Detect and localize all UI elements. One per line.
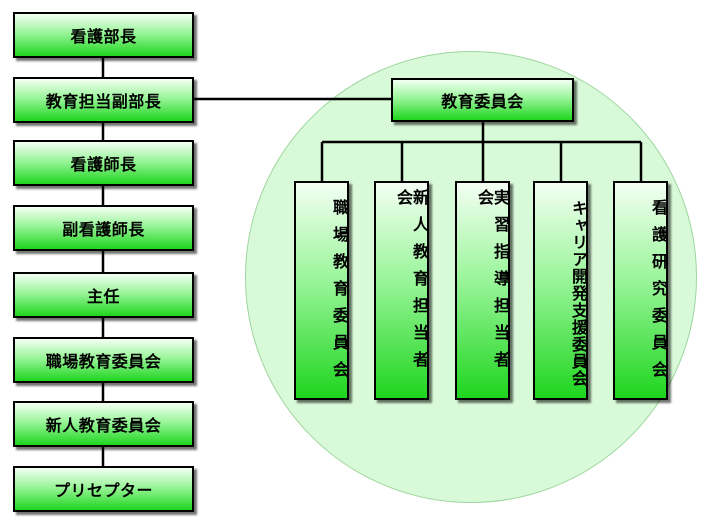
box-label: プリセプター [53, 481, 153, 500]
box-subgroup-workplace-education: 職場教育委員会 [294, 181, 349, 400]
box-label: 職場教育委員会 [330, 199, 349, 388]
box-label: 看護研究委員会 [649, 199, 668, 388]
box-subgroup-nursing-research: 看護研究委員会 [613, 181, 668, 400]
box-nursing-director: 看護部長 [13, 12, 194, 58]
box-label: 新人教育担当者会 [394, 189, 429, 378]
box-label: 副看護師長 [62, 220, 145, 239]
box-subgroup-practicum-guidance: 実習指導担当者会 [455, 181, 510, 400]
box-label: 新人教育委員会 [45, 416, 162, 435]
box-deputy-head-nurse: 副看護師長 [13, 205, 194, 251]
box-subgroup-career-development: キャリア開発支援委員会 [533, 181, 588, 400]
box-workplace-education-committee: 職場教育委員会 [13, 337, 194, 383]
box-label: 看護師長 [70, 155, 137, 174]
box-head-nurse: 看護師長 [13, 140, 194, 186]
box-education-deputy-director: 教育担当副部長 [13, 77, 194, 123]
box-label: 主任 [86, 287, 120, 306]
box-label: 職場教育委員会 [45, 352, 162, 371]
box-new-staff-education-committee: 新人教育委員会 [13, 401, 194, 447]
box-label: 教育委員会 [441, 92, 524, 111]
box-education-committee: 教育委員会 [391, 78, 574, 122]
box-label: 実習指導担当者会 [475, 189, 510, 378]
box-preceptor: プリセプター [13, 466, 194, 512]
box-subgroup-new-staff-education: 新人教育担当者会 [374, 181, 429, 400]
box-label: 教育担当副部長 [45, 92, 162, 111]
box-label: キャリア開発支援委員会 [569, 200, 588, 387]
box-chief: 主任 [13, 272, 194, 318]
box-label: 看護部長 [70, 27, 137, 46]
